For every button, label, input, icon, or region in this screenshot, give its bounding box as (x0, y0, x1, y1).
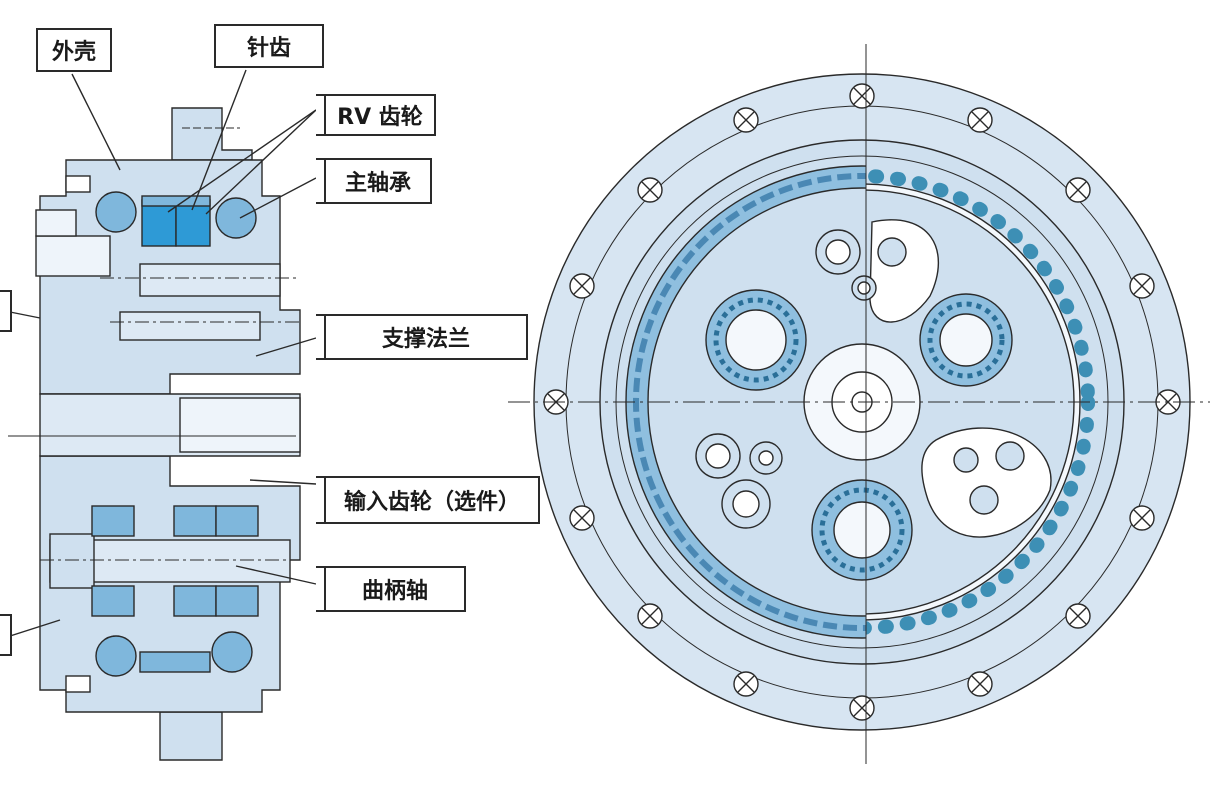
section-bearing-ul (95, 191, 137, 233)
section-seal-bottom (65, 675, 91, 693)
section-shaft-bore (179, 397, 301, 453)
face-bolts (543, 83, 1181, 721)
face-centerlines (508, 44, 1210, 764)
section-roller-1 (91, 505, 135, 537)
face-lobe-hole-3 (995, 441, 1025, 471)
face-crank-bearing-right (919, 293, 1013, 387)
section-pin-band (141, 195, 211, 207)
section-centerlines (8, 127, 300, 561)
label-pin-teeth: 针齿 (214, 24, 324, 68)
face-lobe-hole-2 (953, 447, 979, 473)
label-crankshaft: 曲柄轴 (324, 566, 466, 612)
section-top-stub (171, 107, 253, 161)
label-cutoff-lower (0, 614, 12, 656)
face-crank-bearing-bottom (811, 479, 913, 581)
section-rv-gear-1 (141, 199, 177, 247)
label-main-bearing: 主轴承 (324, 158, 432, 204)
section-view (35, 107, 301, 761)
label-rv-gear: RV 齿轮 (324, 94, 436, 136)
label-crankshaft-stub (316, 566, 326, 612)
section-bearing-ll (95, 635, 137, 677)
label-rv-gear-stub (316, 94, 326, 136)
section-seal-top (65, 175, 91, 193)
section-bearing-lr (211, 631, 253, 673)
face-view (533, 73, 1191, 731)
label-input-gear-stub (316, 476, 326, 524)
section-stud-1 (139, 263, 281, 297)
section-lower-band (139, 651, 211, 673)
face-small-gears (695, 229, 877, 529)
label-support-flange-stub (316, 314, 326, 360)
section-roller-5 (173, 585, 217, 617)
label-support-flange: 支撑法兰 (324, 314, 528, 360)
section-roller-3 (215, 505, 259, 537)
section-stud-3 (35, 235, 111, 277)
label-cutoff-upper (0, 290, 12, 332)
section-roller-2 (173, 505, 217, 537)
face-lobe-hole-4 (969, 485, 999, 515)
section-bottom-stub (159, 711, 223, 761)
section-bearing-ur (215, 197, 257, 239)
label-main-bearing-stub (316, 158, 326, 204)
section-stud-2 (119, 311, 261, 341)
section-crank-cap (49, 533, 95, 589)
face-lobe-hole-1 (877, 237, 907, 267)
section-stud-4 (35, 209, 77, 237)
face-crank-bearing-left (705, 289, 807, 391)
leader-lines (9, 69, 317, 637)
label-input-gear: 输入齿轮（选件） (324, 476, 540, 524)
section-roller-4 (91, 585, 135, 617)
label-housing: 外壳 (36, 28, 112, 72)
section-roller-6 (215, 585, 259, 617)
